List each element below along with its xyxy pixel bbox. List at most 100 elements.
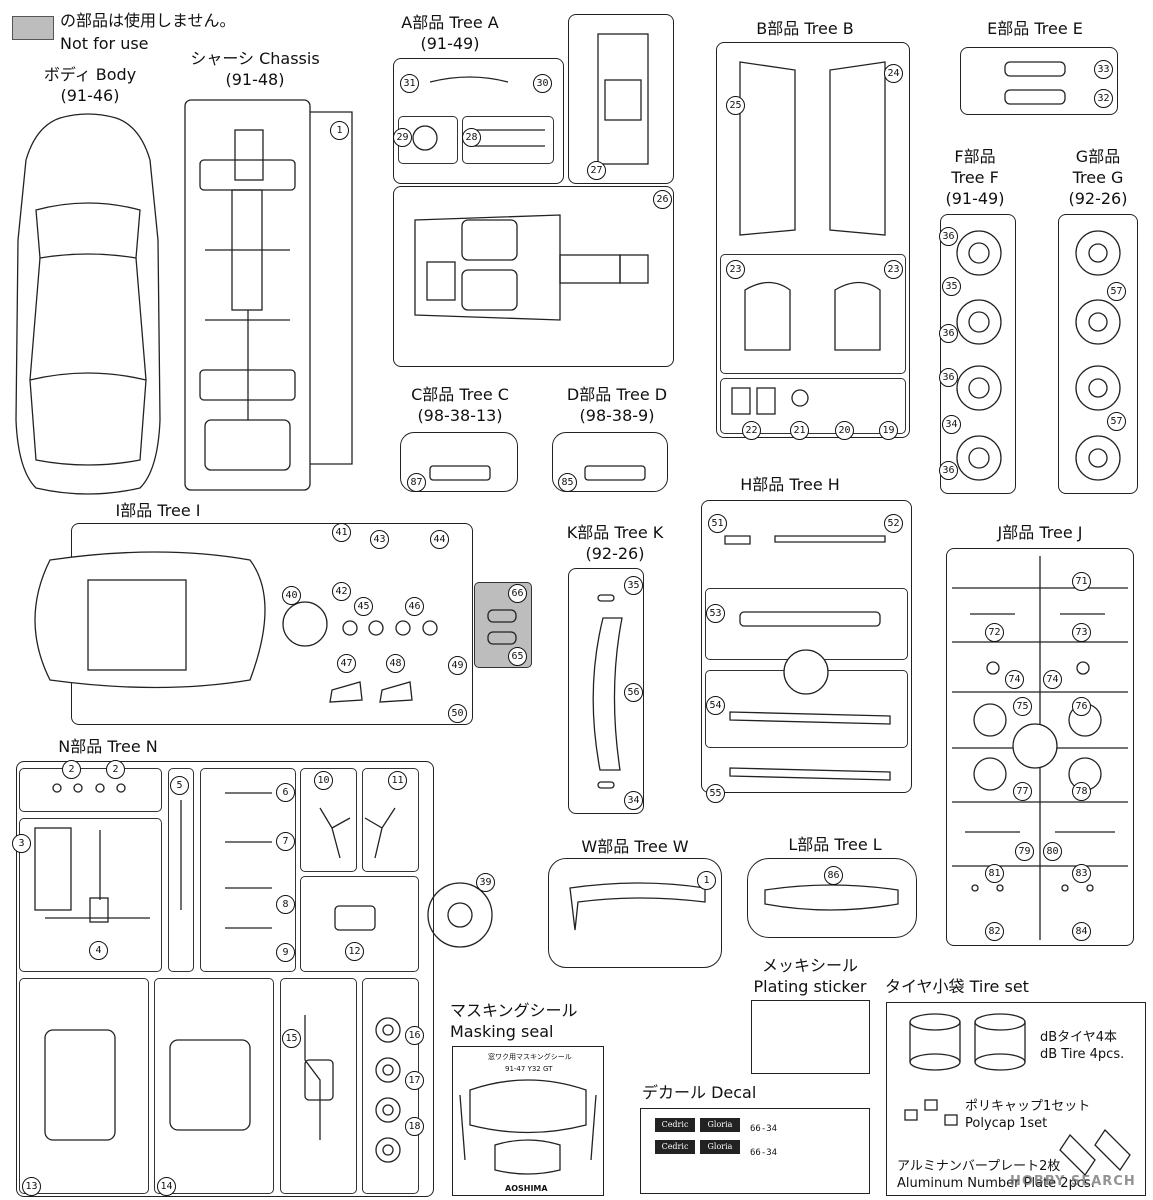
not-for-use-swatch <box>12 16 54 40</box>
part-number: 9 <box>276 943 295 962</box>
legend-jp: の部品は使用しません。 <box>60 11 236 30</box>
tree-k-title: K部品 Tree K(92-26) <box>566 523 664 563</box>
part-number: 44 <box>430 530 449 549</box>
part-number: 52 <box>884 514 903 533</box>
part-number: 1 <box>697 871 716 890</box>
part-number: 66 <box>508 584 527 603</box>
part-number: 20 <box>835 421 854 440</box>
part-number: 87 <box>407 473 426 492</box>
part-number: 46 <box>405 597 424 616</box>
part-number: 13 <box>22 1177 41 1196</box>
part-number: 15 <box>282 1029 301 1048</box>
tree-h-title: H部品 Tree H <box>740 475 840 494</box>
part-number: 50 <box>448 704 467 723</box>
part-number: 18 <box>405 1117 424 1136</box>
part-number: 73 <box>1072 623 1091 642</box>
masking-brand: AOSHIMA <box>505 1184 548 1193</box>
tree-i-title: I部品 Tree I <box>115 501 201 520</box>
chassis-title: シャーシ Chassis(91-48) <box>190 49 320 89</box>
part-number: 17 <box>405 1071 424 1090</box>
part-number: 83 <box>1072 864 1091 883</box>
tree-n-cell <box>19 978 149 1194</box>
decal-title: デカール Decal <box>642 1083 757 1102</box>
decal-logo-badge: Cedric <box>655 1140 695 1154</box>
part-number: 6 <box>276 783 295 802</box>
part-number: 5 <box>170 776 189 795</box>
part-number: 8 <box>276 895 295 914</box>
part-number: 30 <box>533 74 552 93</box>
tree-n-cell <box>19 768 162 812</box>
part-number: 2 <box>62 760 81 779</box>
part-number: 24 <box>884 64 903 83</box>
tree-d-title: D部品 Tree D(98-38-9) <box>566 385 668 425</box>
part-number: 19 <box>879 421 898 440</box>
part-number: 25 <box>726 96 745 115</box>
masking-seal-sheet <box>452 1046 604 1196</box>
part-number: 57 <box>1107 412 1126 431</box>
part-number: 34 <box>942 415 961 434</box>
tree-n-cell <box>280 978 357 1194</box>
part-number: 23 <box>884 260 903 279</box>
decal-logo-badge: Cedric <box>655 1118 695 1132</box>
part-number: 7 <box>276 832 295 851</box>
part-number: 41 <box>332 523 351 542</box>
tree-w-title: W部品 Tree W <box>581 837 689 856</box>
part-number: 12 <box>345 942 364 961</box>
decal-plate: 66-34 <box>750 1124 778 1134</box>
part-number: 81 <box>985 864 1004 883</box>
part-number: 2 <box>106 760 125 779</box>
decal-logo-badge: Gloria <box>700 1118 740 1132</box>
decal-plate: 66-34 <box>750 1148 778 1158</box>
part-number: 35 <box>942 277 961 296</box>
part-number: 45 <box>354 597 373 616</box>
part-number: 49 <box>448 656 467 675</box>
part-number: 72 <box>985 623 1004 642</box>
part-number: 84 <box>1072 922 1091 941</box>
part-number: 54 <box>706 696 725 715</box>
tree-b-cell <box>720 254 906 374</box>
part-number: 16 <box>405 1026 424 1045</box>
watermark: HOBBY SEARCH <box>1010 1174 1136 1189</box>
part-number: 65 <box>508 647 527 666</box>
tree-l-title: L部品 Tree L <box>788 835 882 854</box>
tree-b-frame <box>716 42 910 438</box>
tree-n-cell <box>300 876 419 972</box>
tree-n-cell <box>154 978 274 1194</box>
part-number: 26 <box>653 190 672 209</box>
part-number: 23 <box>726 260 745 279</box>
part-number: 48 <box>386 654 405 673</box>
part-number: 36 <box>939 368 958 387</box>
tree-w-frame <box>548 858 722 968</box>
tree-f-frame <box>940 214 1016 494</box>
masking-sheet-title: 窓ワク用マスキングシール <box>488 1053 572 1061</box>
part-number: 86 <box>824 866 843 885</box>
part-number: 74 <box>1005 670 1024 689</box>
decal-sheet <box>640 1108 870 1194</box>
part-number: 22 <box>742 421 761 440</box>
part-number: 80 <box>1043 842 1062 861</box>
part-number: 53 <box>706 604 725 623</box>
tree-e-frame <box>960 47 1118 115</box>
tire-set-title: タイヤ小袋 Tire set <box>885 977 1029 996</box>
part-number: 56 <box>624 683 643 702</box>
tree-b-title: B部品 Tree B <box>756 19 854 38</box>
part-number: 77 <box>1013 782 1032 801</box>
part-number: 42 <box>332 582 351 601</box>
part-number: 31 <box>400 74 419 93</box>
